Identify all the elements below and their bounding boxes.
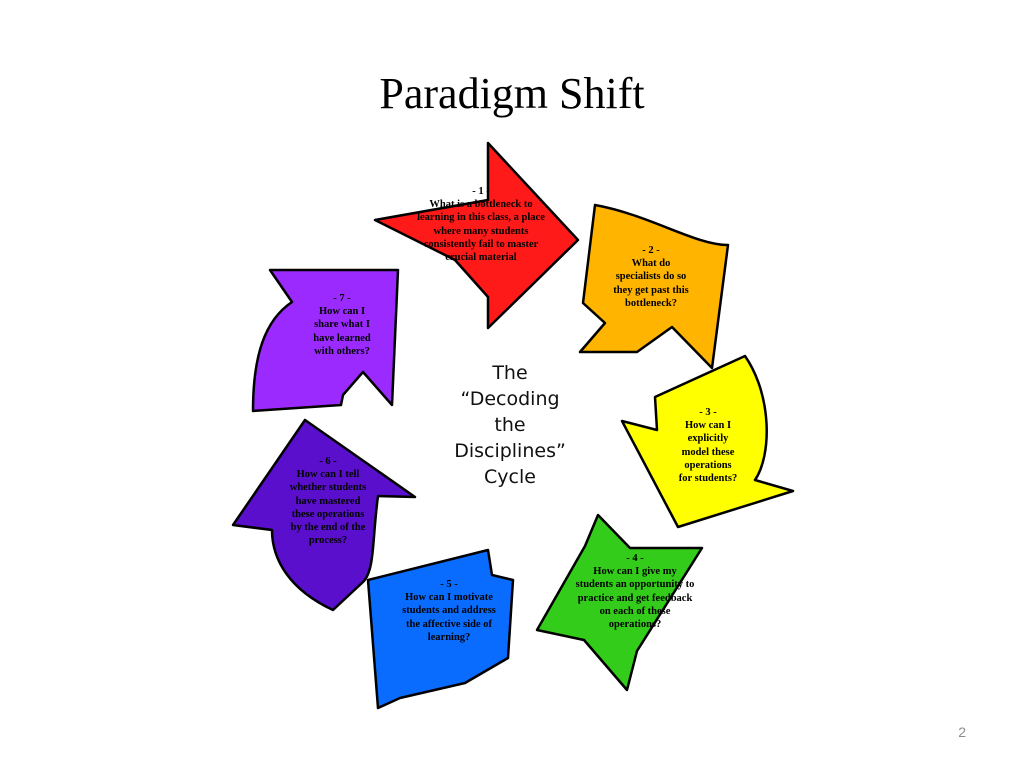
step-6-text: - 6 - How can I tell whether students ha… — [265, 455, 391, 547]
center-line: The — [492, 362, 528, 384]
step-line: have learned — [313, 332, 371, 344]
step-line: consistently fail to master — [423, 238, 539, 250]
center-line: “Decoding — [460, 388, 560, 410]
step-line: students an opportunity to — [575, 579, 695, 591]
cycle-arrow-1 — [373, 141, 580, 330]
step-line: How can I — [684, 420, 732, 432]
page-number: 2 — [958, 724, 966, 740]
center-line: Disciplines” — [454, 440, 566, 462]
step-number: - 7 - — [333, 293, 351, 304]
step-line: students and address — [402, 605, 496, 617]
slide-title: Paradigm Shift — [379, 69, 645, 118]
step-line: they get past this — [613, 284, 689, 296]
step-line: operations — [684, 459, 732, 471]
cycle-arrow-4 — [535, 513, 704, 692]
step-line: operations? — [608, 619, 662, 631]
step-line: How can I motivate — [405, 592, 493, 604]
step-line: practice and get feedback — [577, 592, 693, 604]
step-4-text: - 4 - How can I give my students an oppo… — [560, 552, 710, 631]
center-line: Cycle — [484, 466, 536, 488]
step-line: How can I give my — [593, 566, 677, 578]
step-line: explicitly — [687, 433, 729, 445]
step-line: whether students — [289, 482, 367, 494]
cycle-arrow-5 — [366, 548, 515, 710]
step-line: How can I — [318, 306, 366, 318]
step-line: learning in this class, a place — [417, 212, 545, 224]
step-line: specialists do so — [615, 271, 687, 283]
cycle-center-label: The “Decoding the Disciplines” Cycle — [420, 360, 600, 490]
step-3-text: - 3 - How can I explicitly model these o… — [660, 406, 756, 485]
step-line: on each of these — [599, 605, 671, 617]
cycle-arrow-6 — [231, 418, 417, 612]
step-number: - 3 - — [699, 407, 717, 418]
step-line: have mastered — [295, 495, 361, 507]
step-line: with others? — [314, 345, 370, 357]
step-number: - 6 - — [319, 456, 337, 467]
step-line: crucial material — [445, 252, 517, 264]
step-line: model these — [681, 446, 735, 458]
step-5-text: - 5 - How can I motivate students and ad… — [385, 578, 513, 644]
cycle-arrow-2 — [578, 203, 730, 370]
step-line: How can I tell — [296, 469, 360, 481]
step-line: process? — [308, 535, 348, 547]
step-line: by the end of the — [290, 522, 366, 534]
step-line: share what I — [314, 319, 370, 331]
center-line: the — [494, 414, 526, 436]
step-line: where many students — [433, 225, 529, 237]
step-line: What do — [631, 258, 671, 270]
step-line: bottleneck? — [625, 297, 677, 309]
step-2-text: - 2 - What do specialists do so they get… — [592, 244, 710, 310]
step-number: - 4 - — [626, 553, 644, 564]
step-number: - 2 - — [642, 245, 660, 256]
step-line: these operations — [291, 508, 365, 520]
step-number: - 5 - — [440, 579, 458, 590]
step-1-text: - 1 - What is a bottleneck to learning i… — [400, 185, 562, 264]
step-line: the affective side of — [405, 618, 492, 630]
step-7-text: - 7 - How can I share what I have learne… — [290, 292, 394, 358]
step-line: learning? — [427, 631, 471, 643]
cycle-arrow-7 — [251, 268, 400, 413]
step-line: What is a bottleneck to — [429, 199, 533, 211]
step-line: for students? — [678, 473, 738, 485]
step-number: - 1 - — [472, 186, 490, 197]
cycle-arrow-3 — [620, 354, 795, 529]
